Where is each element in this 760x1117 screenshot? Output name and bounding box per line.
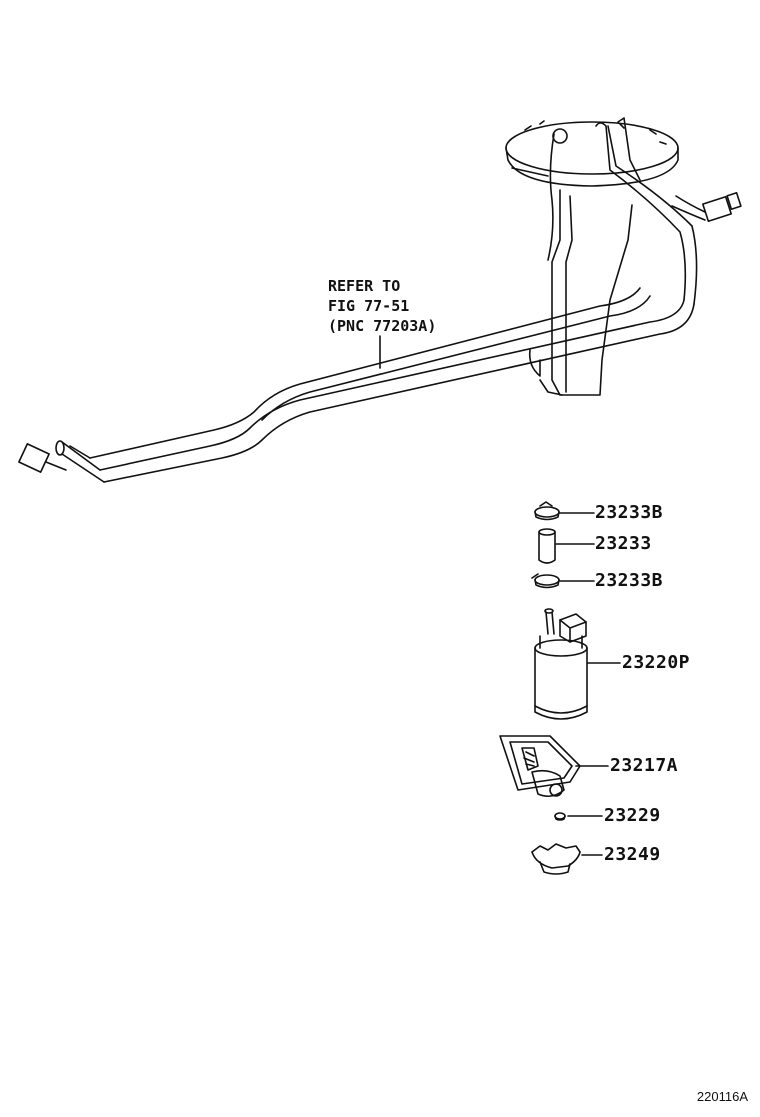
part-label-fuel-pump[interactable]: 23220P (622, 652, 691, 673)
reference-note-line3: (PNC 77203A) (328, 317, 437, 335)
clamp-lower-drawing (532, 574, 594, 588)
clamp-upper-drawing (535, 502, 594, 520)
part-label-retainer[interactable]: 23229 (604, 805, 661, 826)
part-label-hose[interactable]: 23233 (595, 533, 652, 554)
retainer-drawing (555, 813, 602, 820)
diagram-code: 220116A (696, 1089, 748, 1104)
reference-note-line2: FIG 77-51 (328, 297, 410, 315)
part-label-clamp-upper[interactable]: 23233B (595, 502, 664, 523)
part-label-pump-filter[interactable]: 23217A (610, 755, 679, 776)
hose-drawing (539, 529, 594, 563)
fuel-sender-bracket-assembly (506, 118, 741, 395)
cushion-drawing (532, 844, 602, 874)
fuel-lines (19, 288, 694, 482)
part-label-clamp-lower[interactable]: 23233B (595, 570, 664, 591)
reference-note-line1: REFER TO (328, 277, 401, 295)
part-label-cushion[interactable]: 23249 (604, 844, 661, 865)
pump-filter-drawing (500, 736, 608, 796)
fuel-pump-drawing (535, 609, 620, 719)
